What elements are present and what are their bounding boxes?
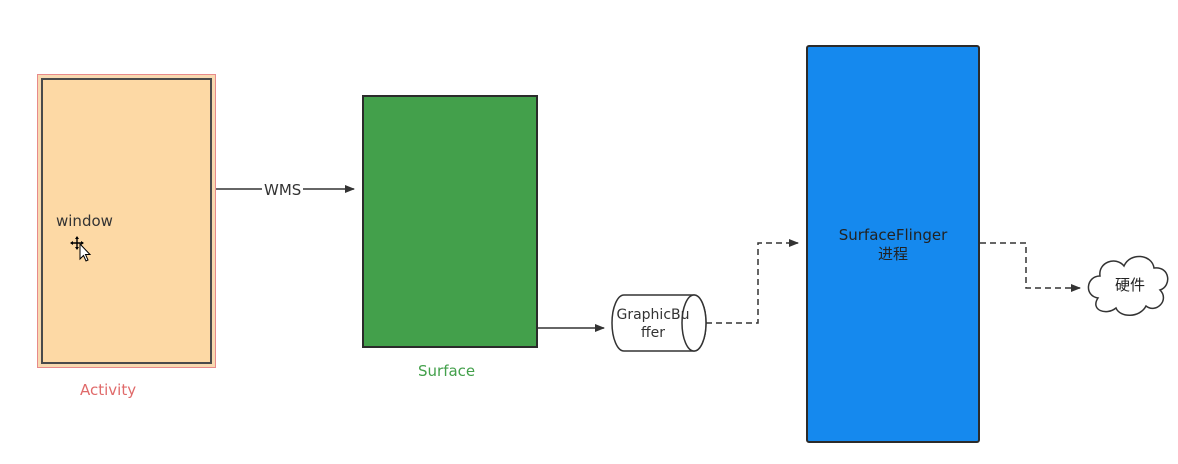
graphic-buffer-label-line1: GraphicBu xyxy=(616,307,690,323)
window-label: window xyxy=(56,212,113,230)
hardware-label: 硬件 xyxy=(1114,276,1145,294)
edge-buffer-to-flinger xyxy=(706,239,799,324)
activity-node[interactable] xyxy=(37,74,216,368)
activity-caption: Activity xyxy=(80,381,137,399)
surface-flinger-label-line1: SurfaceFlinger xyxy=(838,226,948,244)
surface-node[interactable] xyxy=(362,95,538,348)
surface-flinger-label-line2: 进程 xyxy=(877,245,908,263)
activity-inner-box xyxy=(41,78,212,364)
graphic-buffer-label: GraphicBu ffer xyxy=(608,306,698,342)
surface-flinger-label: SurfaceFlinger 进程 xyxy=(806,226,980,264)
move-cursor-icon xyxy=(70,236,92,262)
surface-flinger-node[interactable] xyxy=(806,45,980,443)
graphic-buffer-cylinder[interactable] xyxy=(611,294,707,352)
edge-flinger-to-hardware xyxy=(980,242,1081,292)
wms-edge-label: WMS xyxy=(262,181,304,199)
surface-caption: Surface xyxy=(418,362,476,380)
graphic-buffer-label-line2: ffer xyxy=(640,325,665,341)
hardware-cloud[interactable] xyxy=(1087,255,1169,316)
